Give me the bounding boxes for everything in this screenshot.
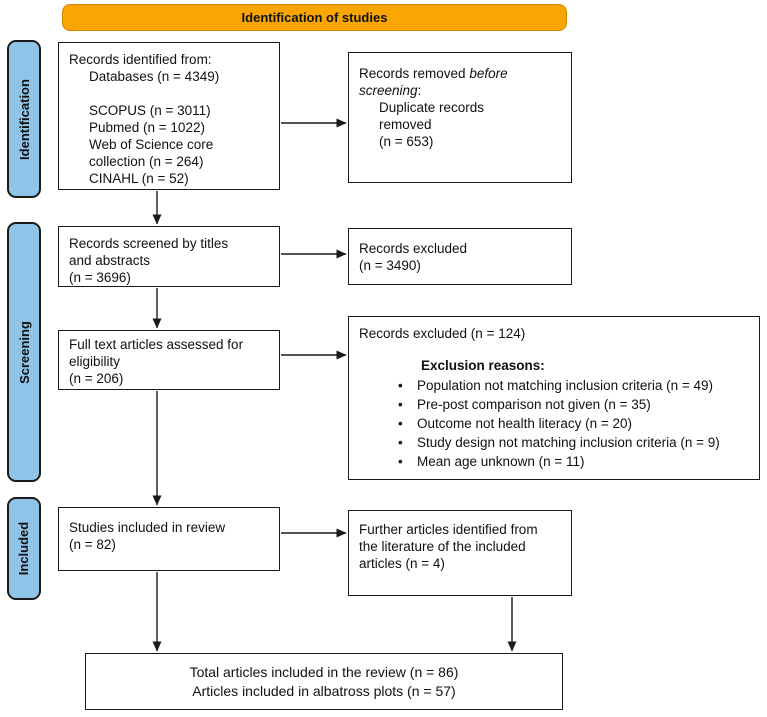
records-removed-colon: : — [417, 83, 422, 98]
box-records-screened: Records screened by titles and abstracts… — [58, 226, 280, 287]
records-screened-count: (n = 3696) — [69, 270, 131, 285]
box-fulltext-assessed: Full text articles assessed for eligibil… — [58, 330, 280, 390]
records-screened-line-1: Records screened by titles — [69, 236, 229, 251]
stage-label-screening-text: Screening — [16, 320, 32, 384]
stage-label-screening: Screening — [7, 222, 41, 482]
total-albatross-count: Articles included in albatross plots (n … — [192, 682, 456, 699]
records-excluded-count: (n = 3490) — [359, 258, 421, 273]
blank-line — [89, 85, 269, 102]
box-studies-included: Studies included in review (n = 82) — [58, 507, 280, 571]
records-removed-line-1: Records removed before — [359, 65, 561, 82]
records-identified-cinahl: CINAHL (n = 52) — [89, 171, 189, 186]
box-records-identified: Records identified from: Databases (n = … — [58, 42, 280, 190]
records-removed-text: Records removed — [359, 66, 466, 81]
exclusion-reason-design: Study design not matching inclusion crit… — [394, 433, 749, 452]
records-identified-wos-2: collection (n = 264) — [89, 154, 204, 169]
further-articles-line-2: the literature of the included — [359, 539, 526, 554]
exclusion-reasons-heading: Exclusion reasons: — [421, 358, 545, 373]
records-removed-italic-before: before — [469, 66, 508, 81]
stage-label-identification-text: Identification — [16, 78, 32, 160]
box-records-excluded-fulltext: Records excluded (n = 124) Exclusion rea… — [348, 316, 760, 480]
box-records-excluded-titles: Records excluded (n = 3490) — [348, 228, 572, 285]
fulltext-count: (n = 206) — [69, 371, 124, 386]
box-records-removed-before-screening: Records removed before screening: Duplic… — [348, 52, 572, 183]
excluded-fulltext-title: Records excluded (n = 124) — [359, 326, 526, 341]
duplicates-line-2: removed — [379, 117, 432, 132]
total-review-count: Total articles included in the review (n… — [189, 663, 459, 680]
records-screened-line-2: and abstracts — [69, 253, 151, 268]
banner-identification-of-studies: Identification of studies — [62, 4, 567, 31]
exclusion-reason-outcome: Outcome not health literacy (n = 20) — [394, 414, 749, 433]
records-removed-line-2: screening: — [359, 82, 561, 99]
duplicates-count: (n = 653) — [379, 134, 434, 149]
duplicates-line-1: Duplicate records — [379, 100, 485, 115]
stage-label-included-text: Included — [16, 521, 32, 576]
fulltext-line-1: Full text articles assessed for — [69, 337, 244, 352]
box-total-included: Total articles included in the review (n… — [85, 653, 563, 710]
records-identified-wos-1: Web of Science core — [89, 137, 214, 152]
records-identified-scopus: SCOPUS (n = 3011) — [89, 103, 211, 118]
further-articles-line-1: Further articles identified from — [359, 522, 538, 537]
records-identified-heading: Records identified from: — [69, 52, 212, 67]
stage-label-identification: Identification — [7, 40, 41, 198]
further-articles-count: articles (n = 4) — [359, 556, 445, 571]
studies-included-line-1: Studies included in review — [69, 520, 226, 535]
records-removed-italic-screening: screening — [359, 83, 418, 98]
exclusion-reason-population: Population not matching inclusion criter… — [394, 376, 749, 395]
fulltext-line-2: eligibility — [69, 354, 121, 369]
records-identified-pubmed: Pubmed (n = 1022) — [89, 120, 205, 135]
studies-included-count: (n = 82) — [69, 537, 116, 552]
stage-label-included: Included — [7, 497, 41, 600]
records-identified-databases: Databases (n = 4349) — [89, 69, 220, 84]
exclusion-reasons-list: Population not matching inclusion criter… — [394, 376, 749, 471]
records-excluded-line-1: Records excluded — [359, 241, 468, 256]
exclusion-reason-prepost: Pre-post comparison not given (n = 35) — [394, 395, 749, 414]
box-further-articles: Further articles identified from the lit… — [348, 510, 572, 596]
exclusion-reason-age: Mean age unknown (n = 11) — [394, 452, 749, 471]
